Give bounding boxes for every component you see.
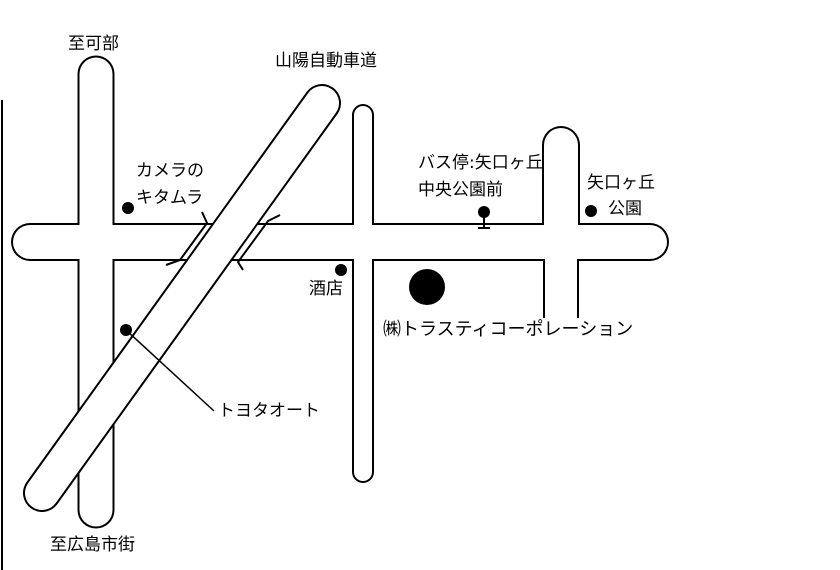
bus-stop-icon xyxy=(478,206,490,229)
label-company: ㈱トラスティコーポレーション xyxy=(383,319,634,340)
park-marker xyxy=(585,205,597,217)
label-to-hiroshima: 至広島市街 xyxy=(50,535,135,555)
label-bus-stop-1: バス停:矢口ヶ丘 xyxy=(418,153,543,173)
sanyo-expressway-road xyxy=(23,84,341,512)
camera-kitamura-marker xyxy=(122,202,134,214)
ramp-arrow-right xyxy=(236,214,281,271)
label-liquor-store: 酒店 xyxy=(309,279,343,299)
label-sanyo-expressway: 山陽自動車道 xyxy=(275,51,377,71)
label-camera-kitamura-2: キタムラ xyxy=(136,188,204,208)
label-bus-stop-2: 中央公園前 xyxy=(418,180,503,200)
label-park-1: 矢口ヶ丘 xyxy=(587,173,655,193)
label-to-kabe: 至可部 xyxy=(68,34,119,54)
ramp-arrow-left xyxy=(165,211,209,266)
label-toyota-auto: トヨタオート xyxy=(218,401,320,421)
label-camera-kitamura-1: カメラの xyxy=(136,161,204,181)
company-location-marker xyxy=(409,269,445,305)
toyota-leader-line xyxy=(125,329,215,412)
label-park-2: 公園 xyxy=(608,199,642,219)
liquor-store-marker xyxy=(335,264,347,276)
